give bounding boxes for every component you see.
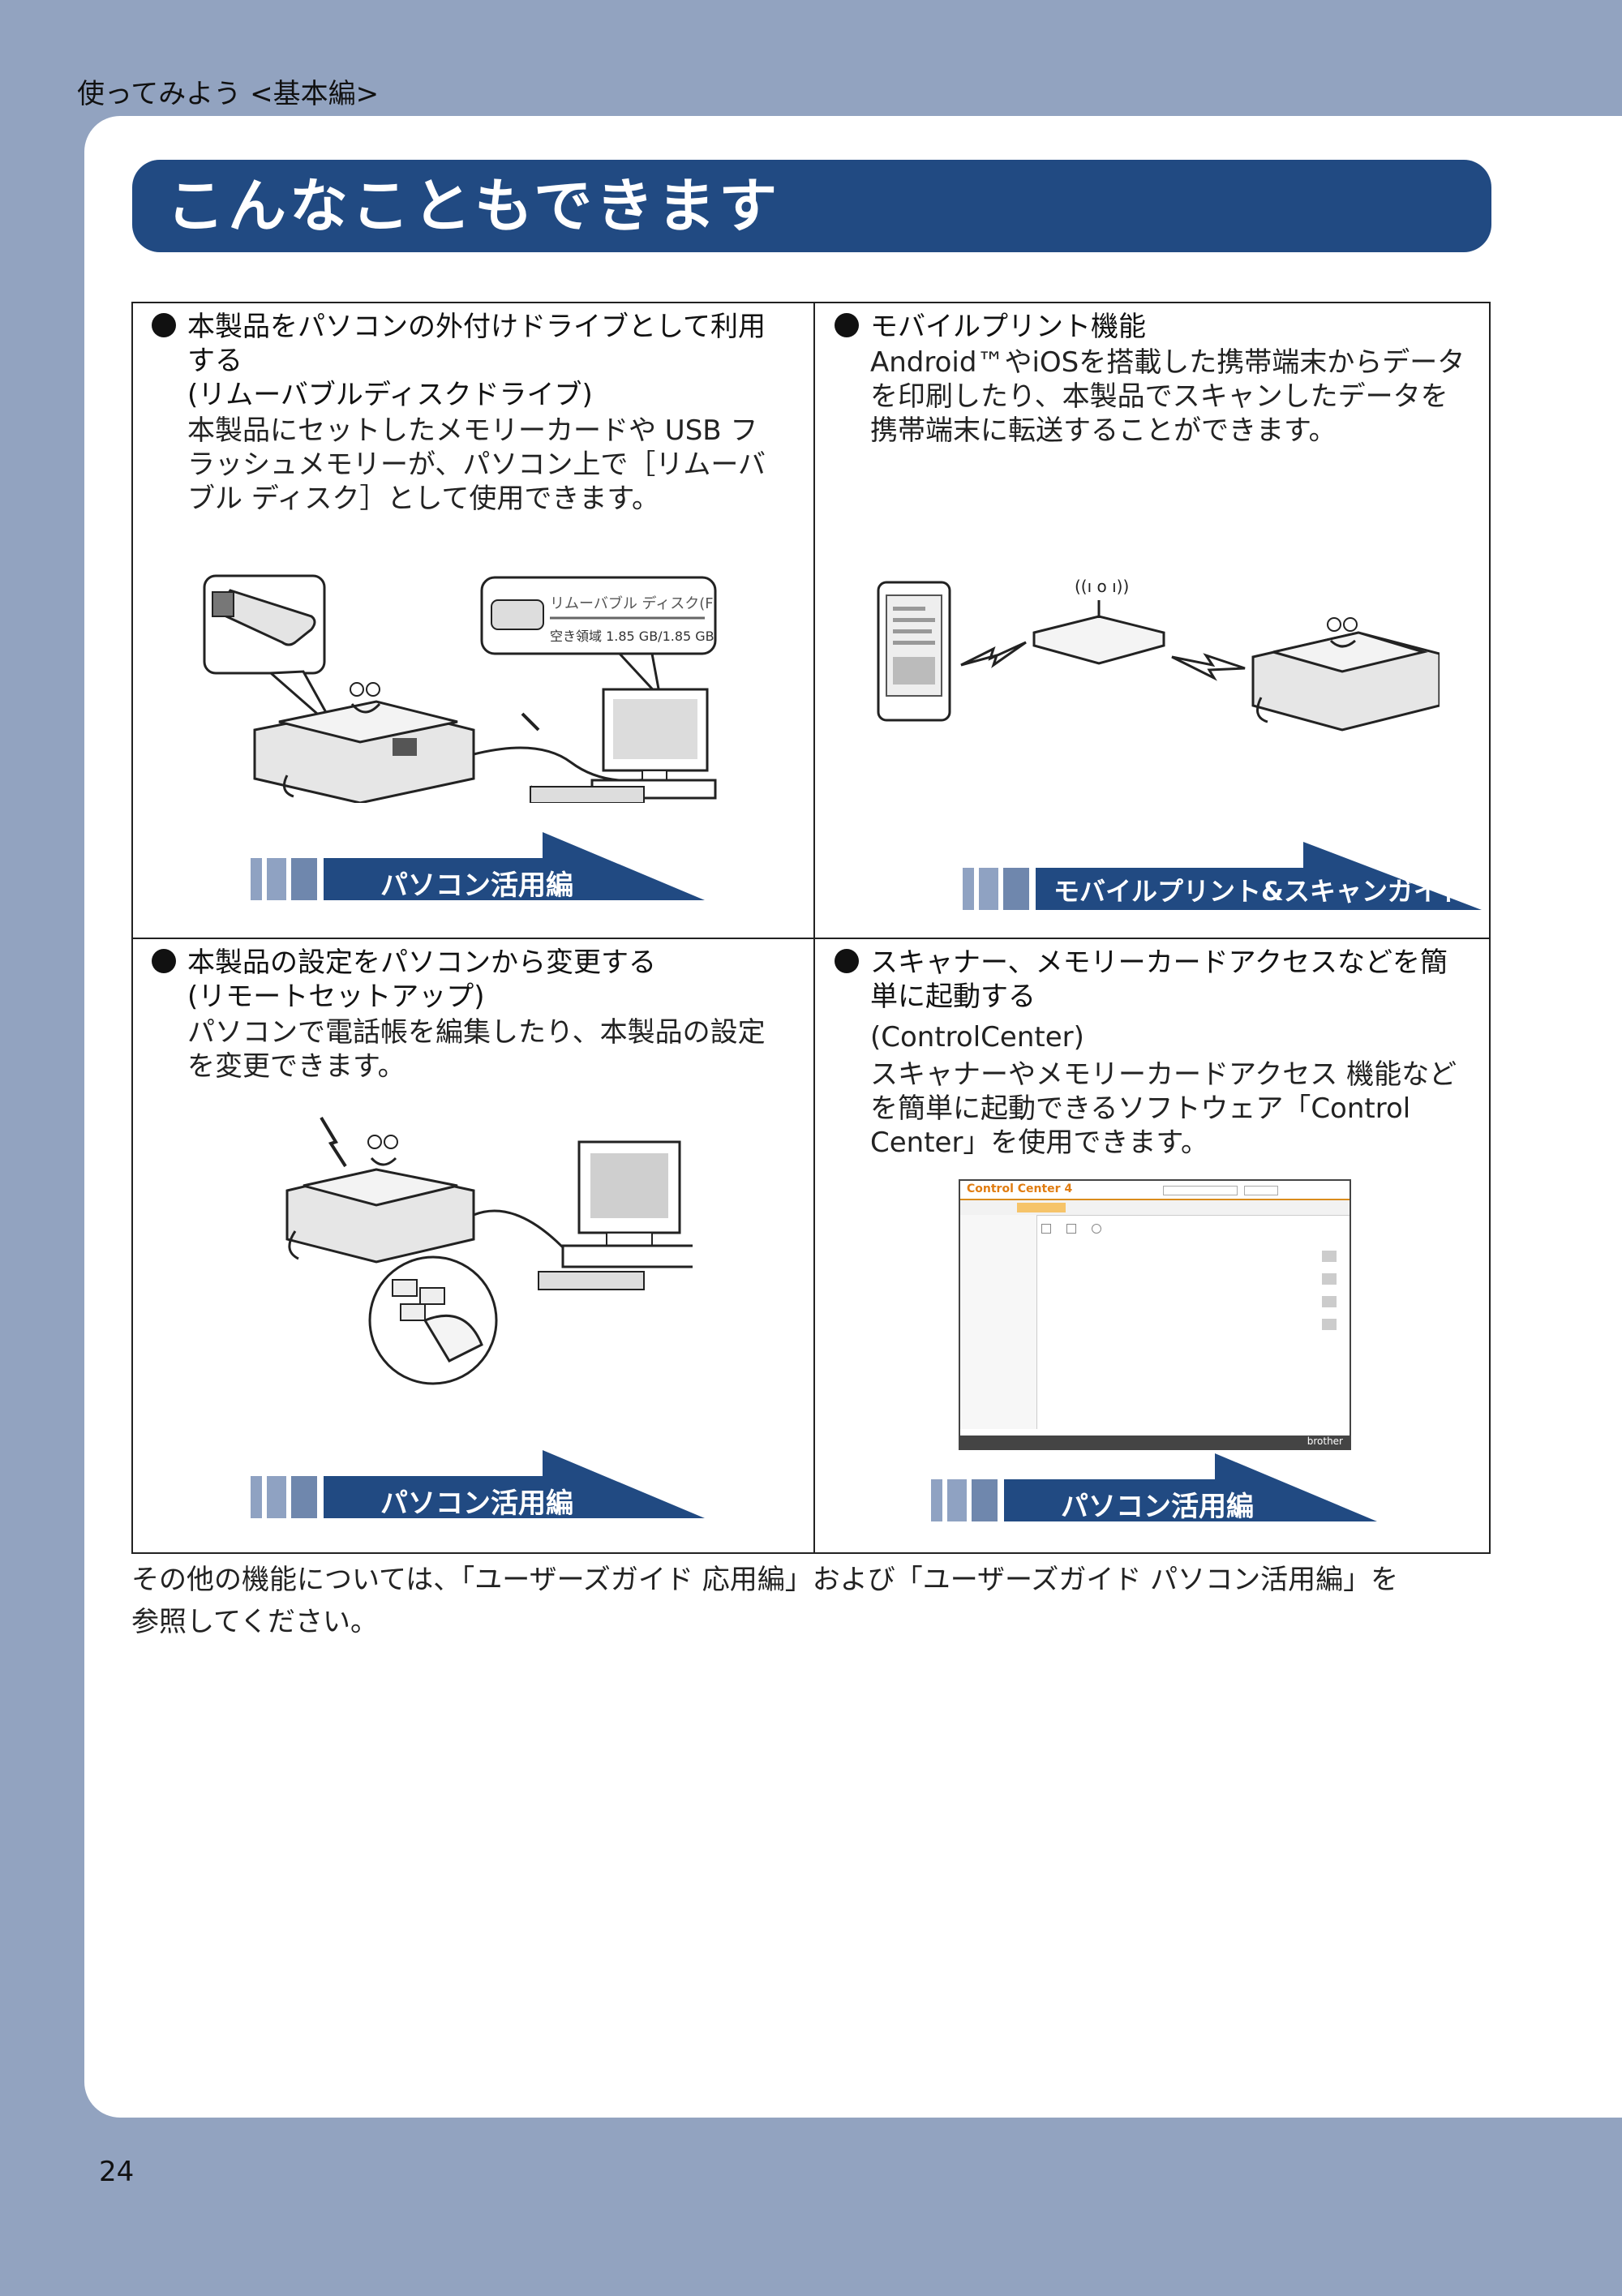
section-tag: 使ってみよう <基本編> (77, 78, 380, 110)
mobile-print-illustration: ((ı o ı)) (877, 577, 1440, 732)
footer-note: その他の機能については、「ユーザーズガイド 応用編」および「ユーザーズガイド パ… (131, 1564, 1399, 1638)
feature-heading: スキャナー、メモリーカードアクセスなどを簡 単に起動する (835, 946, 1478, 1014)
guide-arrow: パソコン活用編 (931, 1453, 1377, 1526)
app-right-panel (1309, 1246, 1350, 1408)
page-number: 24 (99, 2156, 135, 2188)
app-statusbar: brother (960, 1436, 1350, 1448)
guide-arrow: モバイルプリント&スキャンガイド (963, 842, 1482, 915)
removable-disk-illustration: リムーバブル ディスク(F 空き領域 1.85 GB/1.85 GB (203, 574, 717, 803)
bullet-icon (152, 313, 176, 337)
feature-heading: モバイルプリント機能 (835, 310, 1478, 344)
bullet-icon (835, 949, 859, 973)
feature-heading: 本製品をパソコンの外付けドライブとして利用 する (リムーバブルディスクドライブ… (152, 310, 796, 412)
app-sidebar (960, 1215, 1037, 1429)
feature-control-center: スキャナー、メモリーカードアクセスなどを簡 単に起動する (ControlCen… (815, 939, 1491, 1554)
feature-grid: 本製品をパソコンの外付けドライブとして利用 する (リムーバブルディスクドライブ… (131, 302, 1491, 1554)
grid-divider-vertical (813, 303, 815, 1552)
svg-text:((ı o ı)): ((ı o ı)) (1075, 577, 1129, 596)
remote-setup-illustration (285, 1116, 693, 1385)
feature-mobile-print: モバイルプリント機能 Android™やiOSを搭載した携帯端末からデータ を印… (815, 303, 1491, 938)
app-tabbar (960, 1200, 1350, 1216)
feature-heading: 本製品の設定をパソコンから変更する (リモートセットアップ) (152, 946, 796, 1014)
bullet-icon (835, 313, 859, 337)
app-titlebar: Control Center 4 (960, 1181, 1350, 1200)
guide-label: モバイルプリント&スキャンガイド (1053, 876, 1465, 907)
feature-description: 本製品にセットしたメモリーカードや USB フ ラッシュメモリーが、パソコン上で… (187, 414, 766, 515)
app-title: Control Center 4 (967, 1182, 1073, 1195)
feature-remote-setup: 本製品の設定をパソコンから変更する (リモートセットアップ) パソコンで電話帳を… (133, 939, 813, 1554)
app-toolbar (1041, 1221, 1122, 1234)
feature-removable-disk: 本製品をパソコンの外付けドライブとして利用 する (リムーバブルディスクドライブ… (133, 303, 813, 938)
title-banner: こんなこともできます (132, 160, 1491, 252)
page-title: こんなこともできます (166, 172, 781, 240)
guide-label: パソコン活用編 (380, 869, 573, 902)
feature-description: (ControlCenter) スキャナーやメモリーカードアクセス 機能など を… (870, 1021, 1457, 1159)
balloon-free-space: 空き領域 1.85 GB/1.85 GB (550, 629, 714, 644)
control-center-screenshot: Control Center 4 brother (959, 1179, 1351, 1450)
feature-description: Android™やiOSを搭載した携帯端末からデータ を印刷したり、本製品でスキ… (870, 346, 1465, 447)
brand-logo: brother (1307, 1436, 1343, 1447)
grid-divider-horizontal (133, 938, 1489, 939)
balloon-label: リムーバブル ディスク(F (550, 594, 714, 612)
guide-arrow: パソコン活用編 (251, 832, 705, 905)
feature-description: パソコンで電話帳を編集したり、本製品の設定 を変更できます。 (187, 1016, 766, 1083)
page-sheet (84, 116, 1622, 2118)
bullet-icon (152, 949, 176, 973)
guide-label: パソコン活用編 (1061, 1491, 1254, 1523)
guide-label: パソコン活用編 (380, 1487, 573, 1520)
guide-arrow: パソコン活用編 (251, 1450, 705, 1523)
